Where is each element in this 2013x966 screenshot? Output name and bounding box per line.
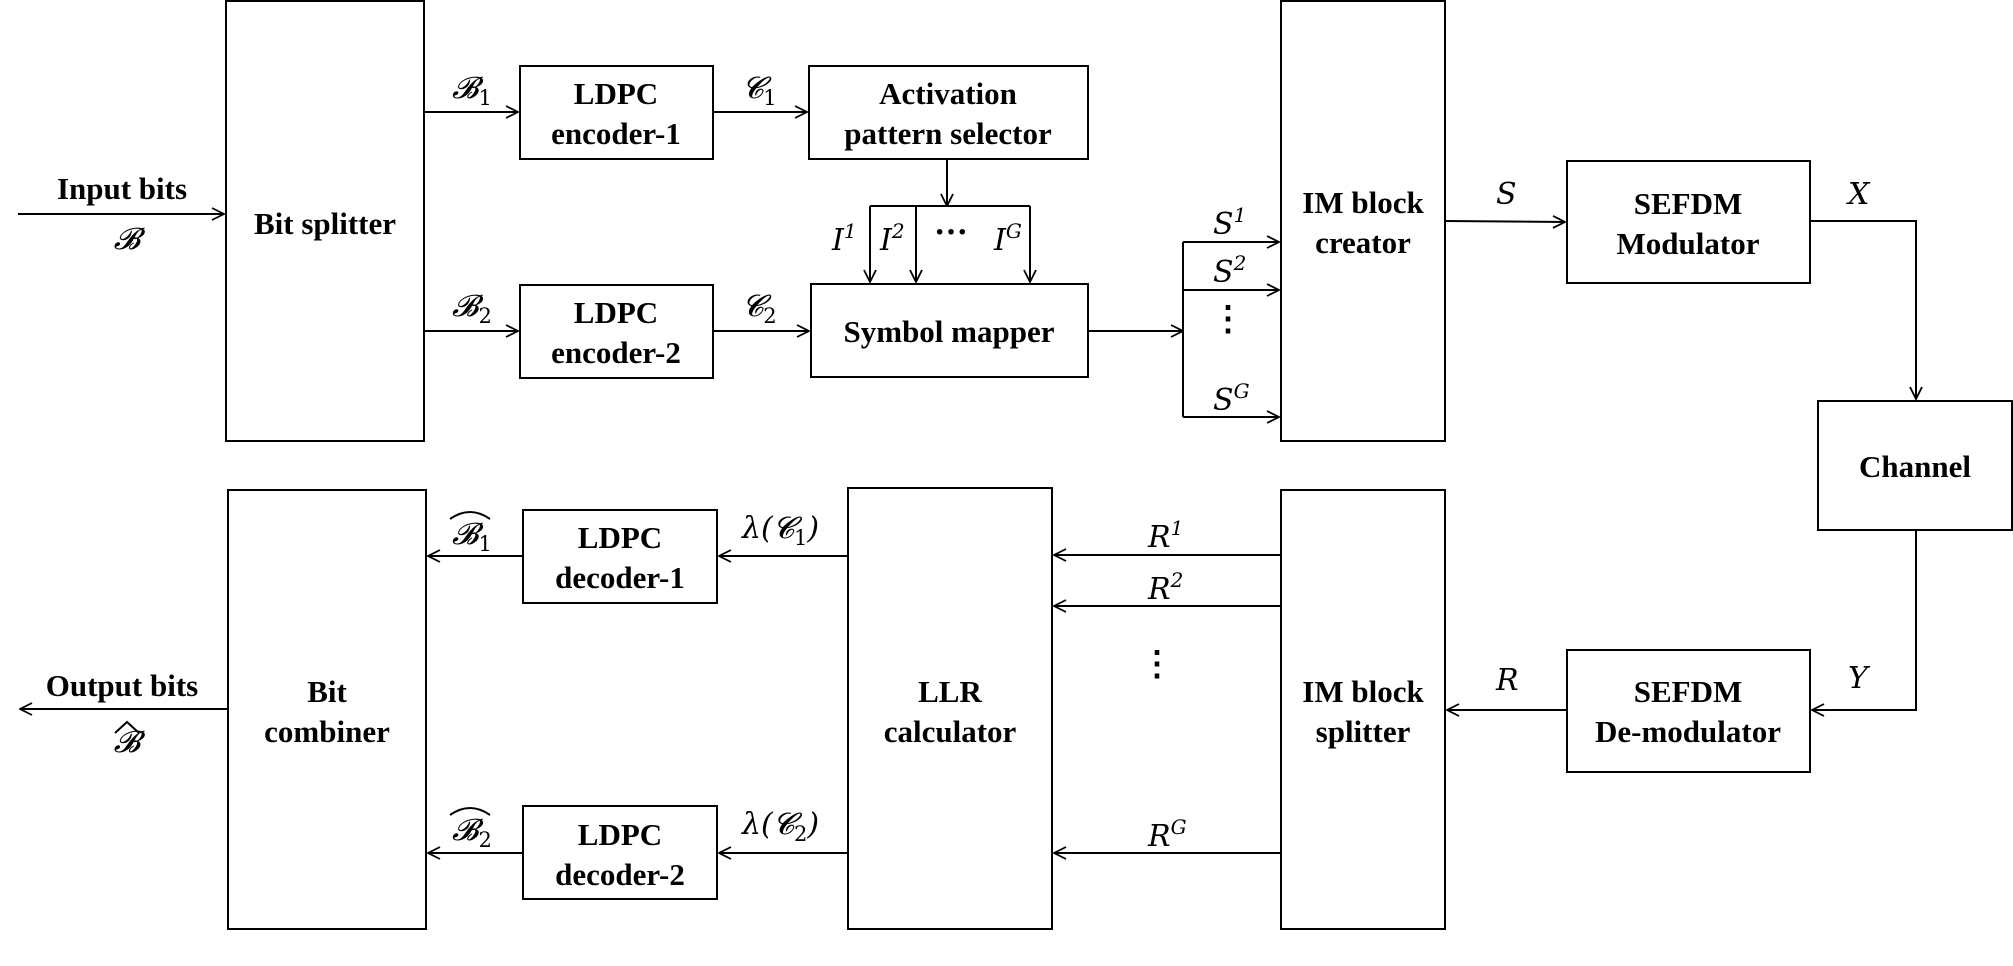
x-label: X bbox=[1846, 177, 1871, 212]
i1-label: I1 bbox=[831, 219, 857, 258]
s2-label: S2 bbox=[1213, 251, 1246, 290]
s-label: S bbox=[1496, 177, 1517, 212]
activation-pattern-selector-block: Activation pattern selector bbox=[808, 65, 1089, 160]
c2-label: 𝓒2 bbox=[742, 289, 777, 328]
svg-text:IM block: IM block bbox=[1302, 674, 1424, 709]
lambda-c2-label: λ(𝓒2) bbox=[741, 807, 819, 846]
b1-hat-label: 𝓑1 bbox=[452, 517, 492, 556]
r-vdots: ⋮ bbox=[1140, 646, 1174, 683]
svg-text:encoder-2: encoder-2 bbox=[551, 335, 681, 370]
svg-text:calculator: calculator bbox=[884, 714, 1017, 749]
b1-hat-label-group: 𝓑1 bbox=[449, 511, 492, 556]
b2-hat-label-group: 𝓑2 bbox=[449, 807, 492, 852]
svg-text:SEFDM: SEFDM bbox=[1634, 674, 1743, 709]
symbol-vdots: ⋮ bbox=[1211, 301, 1245, 338]
b2-label: 𝓑2 bbox=[452, 289, 492, 328]
im-block-splitter-block: IM block splitter bbox=[1280, 489, 1446, 930]
r2-label: R2 bbox=[1147, 568, 1183, 607]
svg-text:combiner: combiner bbox=[264, 714, 390, 749]
ldpc-encoder-1-block: LDPC encoder-1 bbox=[519, 65, 714, 160]
svg-text:Bit: Bit bbox=[307, 674, 347, 709]
rg-label: RG bbox=[1147, 815, 1187, 854]
output-label-group: Output bits 𝓑 bbox=[46, 668, 198, 760]
svg-text:Modulator: Modulator bbox=[1617, 226, 1760, 261]
svg-text:Activation: Activation bbox=[879, 76, 1017, 111]
pattern-hdots: ··· bbox=[934, 214, 968, 251]
svg-text:IM block: IM block bbox=[1302, 185, 1424, 220]
b2-hat-label: 𝓑2 bbox=[452, 813, 492, 852]
bit-splitter-label: Bit splitter bbox=[254, 206, 396, 241]
svg-text:LDPC: LDPC bbox=[578, 520, 662, 555]
svg-text:pattern selector: pattern selector bbox=[844, 116, 1052, 151]
input-bits-symbol: 𝓑 bbox=[114, 222, 146, 257]
b1-hat-mark bbox=[449, 511, 491, 520]
llr-calculator-block: LLR calculator bbox=[847, 487, 1053, 930]
s1-label: S1 bbox=[1213, 203, 1246, 242]
svg-text:LDPC: LDPC bbox=[578, 817, 662, 852]
ig-label: IG bbox=[993, 219, 1022, 258]
b1-label: 𝓑1 bbox=[452, 71, 492, 110]
svg-text:encoder-1: encoder-1 bbox=[551, 116, 681, 151]
y-label: Y bbox=[1848, 661, 1871, 696]
r1-label: R1 bbox=[1147, 516, 1183, 555]
ldpc-decoder-1-block: LDPC decoder-1 bbox=[522, 509, 718, 604]
svg-text:Symbol mapper: Symbol mapper bbox=[844, 314, 1055, 349]
y-arrow bbox=[1812, 530, 1917, 710]
sefdm-demodulator-block: SEFDM De-modulator bbox=[1566, 649, 1811, 773]
x-arrow bbox=[1810, 220, 1916, 399]
output-hat bbox=[114, 720, 140, 734]
c1-label: 𝓒1 bbox=[742, 71, 777, 110]
channel-block: Channel bbox=[1817, 400, 2013, 531]
r-label: R bbox=[1495, 663, 1519, 698]
symbol-mapper-block: Symbol mapper bbox=[810, 283, 1089, 378]
svg-text:splitter: splitter bbox=[1316, 714, 1411, 749]
svg-text:LDPC: LDPC bbox=[574, 76, 658, 111]
i2-label: I2 bbox=[879, 219, 905, 258]
svg-text:De-modulator: De-modulator bbox=[1595, 714, 1781, 749]
bit-combiner-block: Bit combiner bbox=[227, 489, 427, 930]
svg-text:decoder-1: decoder-1 bbox=[555, 560, 685, 595]
sefdm-modulator-block: SEFDM Modulator bbox=[1566, 160, 1811, 284]
b2-hat-mark bbox=[449, 807, 491, 816]
input-bits-label: Input bits bbox=[57, 171, 187, 206]
svg-text:creator: creator bbox=[1315, 225, 1411, 260]
svg-text:SEFDM: SEFDM bbox=[1634, 186, 1743, 221]
wires bbox=[18, 112, 1916, 853]
lambda-c1-label: λ(𝓒1) bbox=[741, 511, 819, 550]
svg-text:decoder-2: decoder-2 bbox=[555, 857, 685, 892]
svg-text:Channel: Channel bbox=[1859, 449, 1971, 484]
ldpc-encoder-2-block: LDPC encoder-2 bbox=[519, 284, 714, 379]
svg-text:LDPC: LDPC bbox=[574, 295, 658, 330]
svg-text:LLR: LLR bbox=[918, 674, 982, 709]
ldpc-decoder-2-block: LDPC decoder-2 bbox=[522, 805, 718, 900]
bit-splitter-block: Bit splitter bbox=[225, 0, 425, 442]
output-bits-label: Output bits bbox=[46, 668, 198, 703]
s-arrow bbox=[1444, 221, 1565, 222]
sg-label: SG bbox=[1213, 379, 1250, 418]
im-block-creator-block: IM block creator bbox=[1280, 0, 1446, 442]
